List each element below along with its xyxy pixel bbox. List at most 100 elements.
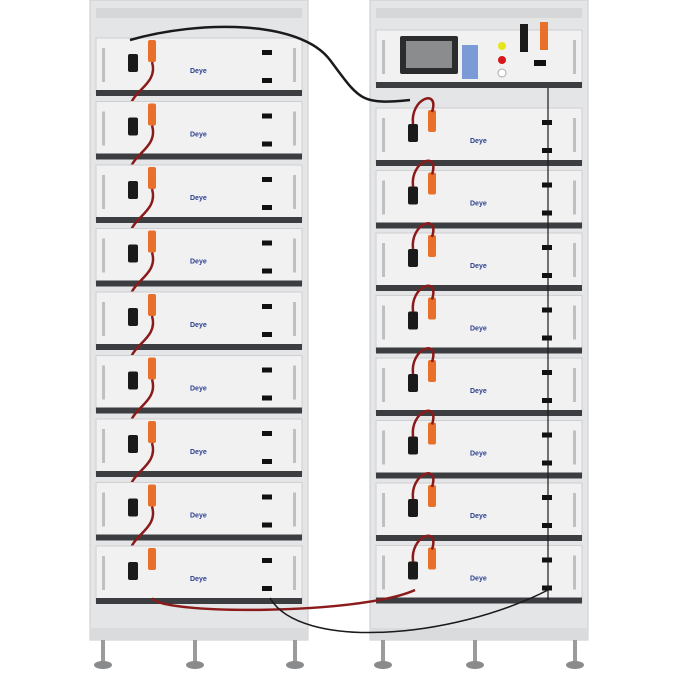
module-handle <box>102 365 105 400</box>
module-shelf <box>96 217 302 223</box>
black-connector <box>408 249 418 267</box>
battery-module: Deye <box>375 347 583 416</box>
port <box>542 523 552 528</box>
battery-module: Deye <box>95 418 303 499</box>
module-body <box>95 355 303 412</box>
foot-stem <box>381 640 385 662</box>
module-handle <box>293 492 296 527</box>
battery-module: Deye <box>95 101 303 182</box>
port <box>262 459 272 464</box>
deye-logo: Deye <box>190 576 207 583</box>
module-handle <box>102 492 105 527</box>
port <box>262 141 272 147</box>
orange-connector <box>428 485 436 507</box>
deye-logo: Deye <box>190 513 207 520</box>
module-handle <box>382 118 385 152</box>
module-body <box>95 291 303 349</box>
foot-stem <box>573 640 577 662</box>
port <box>262 558 272 563</box>
yellow-button <box>498 42 506 50</box>
module-body <box>95 37 303 95</box>
module-body <box>95 228 303 285</box>
module-handle <box>102 175 105 209</box>
module-body <box>375 420 583 477</box>
black-connector <box>128 117 138 136</box>
module-body <box>95 164 303 222</box>
orange-connector <box>148 167 156 189</box>
module-shelf <box>376 285 582 291</box>
port <box>542 460 552 466</box>
white-button <box>497 68 507 78</box>
module-body <box>375 170 583 227</box>
module-body <box>95 545 303 603</box>
black-connector <box>408 124 418 142</box>
deye-logo: Deye <box>470 388 487 395</box>
deye-logo: Deye <box>470 138 487 145</box>
rack-top-bar <box>376 8 582 18</box>
battery-module: Deye <box>375 472 583 541</box>
port <box>262 522 272 528</box>
module-body <box>95 418 303 476</box>
port <box>262 367 272 373</box>
module-shelf <box>96 280 302 287</box>
module-body <box>375 232 583 290</box>
orange-connector <box>428 360 436 382</box>
port <box>262 304 272 309</box>
port <box>262 494 272 500</box>
port <box>262 395 272 401</box>
module-handle <box>573 243 576 277</box>
battery-module: Deye <box>375 159 583 229</box>
deye-logo: Deye <box>470 513 487 520</box>
module-shelf <box>376 347 582 354</box>
module-body <box>95 482 303 539</box>
module-handle <box>382 368 385 402</box>
module-body <box>95 101 303 158</box>
module-handle <box>573 555 576 590</box>
battery-module: Deye <box>95 291 303 372</box>
deye-logo: Deye <box>190 322 207 329</box>
orange-connector <box>148 357 156 380</box>
orange-connector <box>428 235 436 257</box>
module-handle <box>382 555 385 590</box>
black-connector <box>128 244 138 263</box>
control-box <box>375 22 583 88</box>
deye-logo: Deye <box>190 68 207 75</box>
module-handle <box>573 305 576 340</box>
module-shelf <box>96 471 302 477</box>
module-shelf <box>376 82 582 88</box>
foot-stem <box>101 640 105 662</box>
black-connector <box>408 374 418 392</box>
red-link-cable <box>150 588 416 612</box>
red-cable <box>411 159 435 187</box>
orange-connector <box>148 103 156 126</box>
module-body <box>375 482 583 540</box>
orange-connector <box>148 421 156 443</box>
module-handle <box>382 430 385 465</box>
module-handle <box>573 368 576 402</box>
foot-stem <box>193 640 197 662</box>
port <box>542 245 552 250</box>
deye-logo: Deye <box>470 576 487 583</box>
orange-connector <box>540 22 548 50</box>
port <box>262 431 272 436</box>
deye-logo: Deye <box>190 195 207 202</box>
orange-connector <box>148 484 156 507</box>
foot-pad <box>466 661 484 669</box>
module-shelf <box>96 407 302 414</box>
module-handle <box>293 175 296 209</box>
deye-logo: Deye <box>470 201 487 208</box>
red-button <box>498 56 506 64</box>
orange-connector <box>148 230 156 253</box>
module-handle <box>102 111 105 146</box>
module-handle <box>382 180 385 215</box>
port <box>542 182 552 188</box>
module-handle <box>382 243 385 277</box>
module-handle <box>102 556 105 590</box>
port <box>262 78 272 83</box>
black-link-cable <box>129 25 411 103</box>
red-cable <box>411 409 435 437</box>
black-connector <box>408 561 418 580</box>
battery-module: Deye <box>375 409 583 479</box>
black-connector <box>128 562 138 580</box>
